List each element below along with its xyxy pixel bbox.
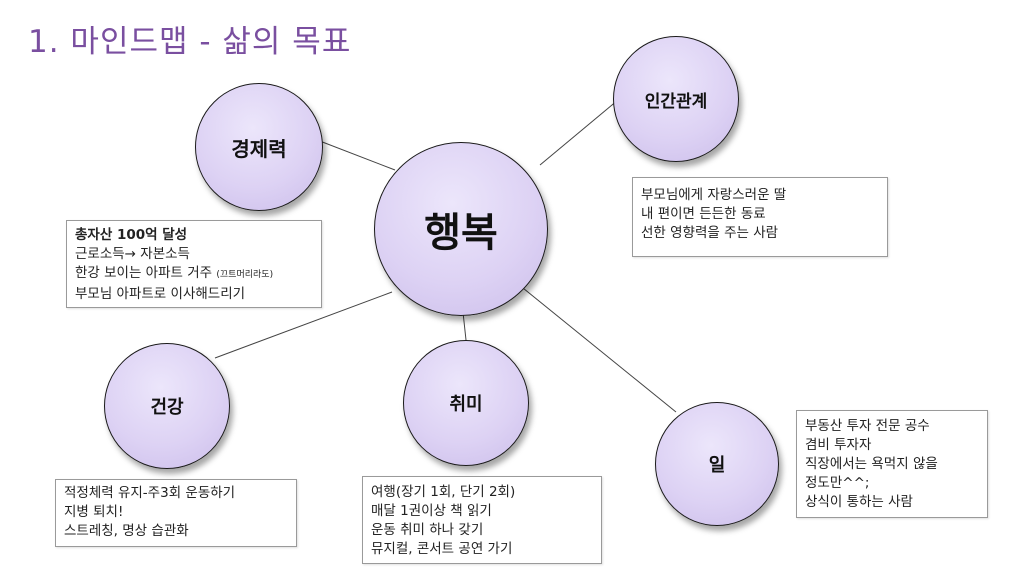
work-goals-box: 부동산 투자 전문 공수 겸비 투자자 직장에서는 욕먹지 않을 정도만^^; … <box>796 410 988 518</box>
relations-goal-item: 내 편이면 든든한 동료 <box>641 206 766 222</box>
connector-work <box>517 283 677 413</box>
connector-economy <box>311 137 396 171</box>
center-node-happiness[interactable]: 행복 <box>374 142 548 316</box>
node-relations[interactable]: 인간관계 <box>613 36 739 162</box>
node-relations-label: 인간관계 <box>644 91 708 112</box>
node-economy-label: 경제력 <box>231 136 287 161</box>
economy-goal-item: 한강 보이는 아파트 거주 (끄트머리라도) <box>75 264 313 285</box>
node-hobby[interactable]: 취미 <box>403 340 529 466</box>
connector-relations <box>539 99 619 166</box>
hobby-goal-item: 매달 1권이상 책 읽기 <box>371 503 492 519</box>
node-health-label: 건강 <box>150 397 184 418</box>
hobby-goal-item: 운동 취미 하나 갖기 <box>371 522 484 538</box>
node-work[interactable]: 일 <box>655 402 779 526</box>
page-title: 1. 마인드맵 - 삶의 목표 <box>28 24 352 60</box>
node-health[interactable]: 건강 <box>104 343 230 469</box>
economy-goal-item: 근로소득→ 자본소득 <box>75 246 190 262</box>
work-goal-item: 정도만^^; <box>805 475 870 491</box>
economy-goal-item: 총자산 100억 달성 <box>75 227 188 243</box>
economy-goal-item-note: (끄트머리라도) <box>216 270 274 280</box>
hobby-goal-item: 뮤지컬, 콘서트 공연 가기 <box>371 541 513 557</box>
health-goal-item: 지병 퇴치! <box>64 504 124 520</box>
hobby-goals-box: 여행(장기 1회, 단기 2회) 매달 1권이상 책 읽기 운동 취미 하나 갖… <box>362 476 602 564</box>
node-economy[interactable]: 경제력 <box>195 83 323 211</box>
node-work-label: 일 <box>708 455 726 476</box>
connector-health <box>214 291 393 359</box>
relations-goal-item: 선한 영향력을 주는 사람 <box>641 225 779 241</box>
health-goal-item: 적정체력 유지-주3회 운동하기 <box>64 485 236 501</box>
work-goal-item: 상식이 통하는 사람 <box>805 494 913 510</box>
hobby-goal-item: 여행(장기 1회, 단기 2회) <box>371 484 516 500</box>
health-goal-item: 스트레칭, 명상 습관화 <box>64 523 189 539</box>
work-goal-item: 부동산 투자 전문 공수 <box>805 418 930 434</box>
relations-goal-item: 부모님에게 자랑스러운 딸 <box>641 187 787 203</box>
work-goal-item: 겸비 투자자 <box>805 437 872 453</box>
health-goals-box: 적정체력 유지-주3회 운동하기 지병 퇴치! 스트레칭, 명상 습관화 <box>55 479 297 547</box>
center-node-label: 행복 <box>424 210 498 256</box>
work-goal-item: 직장에서는 욕먹지 않을 <box>805 456 938 472</box>
economy-goal-item-text: 한강 보이는 아파트 거주 <box>75 265 213 281</box>
node-hobby-label: 취미 <box>449 394 483 415</box>
economy-goals-box: 총자산 100억 달성 근로소득→ 자본소득 한강 보이는 아파트 거주 (끄트… <box>66 220 322 308</box>
economy-goal-item: 부모님 아파트로 이사해드리기 <box>75 286 246 302</box>
relations-goals-box: 부모님에게 자랑스러운 딸 내 편이면 든든한 동료 선한 영향력을 주는 사람 <box>632 177 888 257</box>
